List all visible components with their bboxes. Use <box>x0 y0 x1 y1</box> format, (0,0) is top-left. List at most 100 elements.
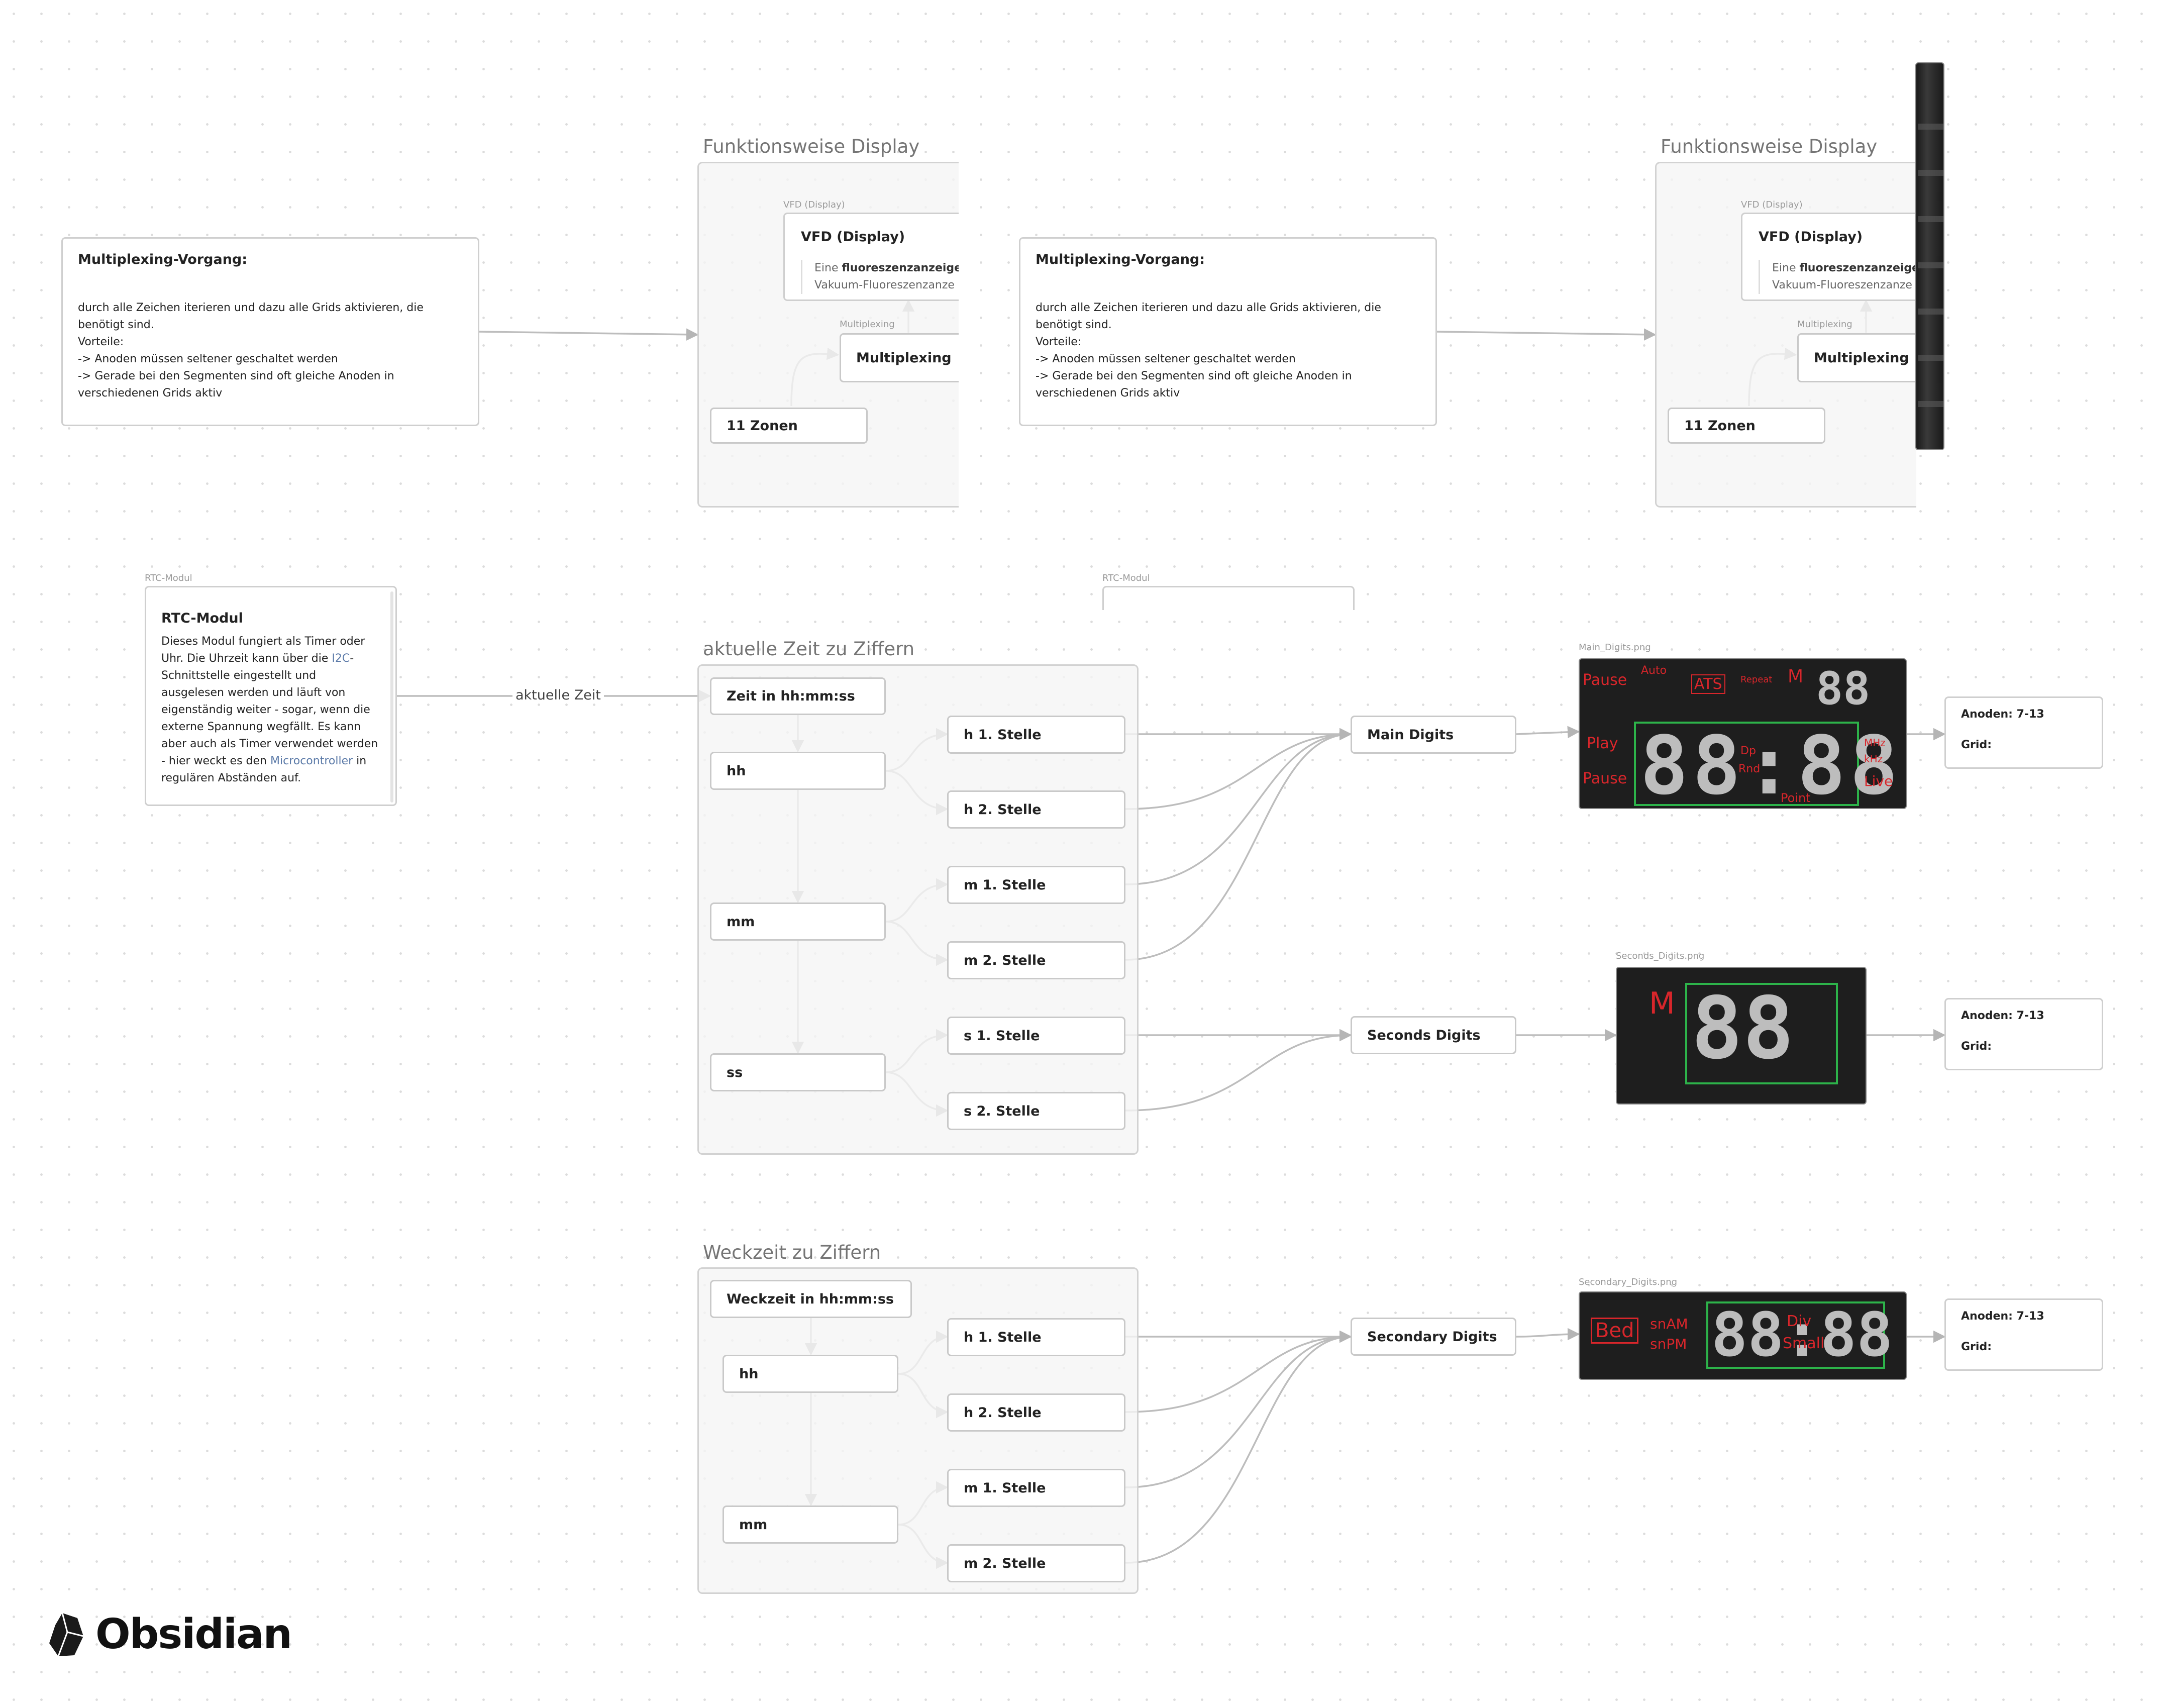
obsidian-logo: Obsidian <box>48 1611 292 1658</box>
weck-m1-node[interactable]: m 1. Stelle <box>947 1469 1125 1507</box>
h1-node[interactable]: h 1. Stelle <box>947 716 1125 754</box>
main-digits-node[interactable]: Main Digits <box>1351 716 1516 754</box>
main-photo-m: M <box>1788 666 1804 687</box>
vfd-embed-text-line2-2: Vakuum-Fluoreszenzanze <box>1772 279 1912 291</box>
rtc-scrollbar[interactable] <box>390 591 393 802</box>
microcontroller-link[interactable]: Microcontroller <box>270 755 353 767</box>
main-photo-play: Play <box>1587 735 1618 752</box>
weck-h2-node[interactable]: h 2. Stelle <box>947 1393 1125 1432</box>
multiplexing-card-body: durch alle Zeichen iterieren und dazu al… <box>78 302 424 399</box>
s1-node[interactable]: s 1. Stelle <box>947 1017 1125 1055</box>
zonen-node-2[interactable]: 11 Zonen <box>1668 408 1825 444</box>
group-funktionsweise-right[interactable]: VFD (Display) VFD (Display) Eine fluores… <box>1655 162 1916 508</box>
obsidian-logo-icon <box>49 1613 84 1657</box>
secondary-digits-image[interactable]: Bed snAM snPM 88:88 Div Small <box>1579 1291 1907 1380</box>
weck-m2-node[interactable]: m 2. Stelle <box>947 1544 1125 1582</box>
group-label-weckzeit: Weckzeit zu Ziffern <box>703 1242 881 1263</box>
zeit-node[interactable]: Zeit in hh:mm:ss <box>710 677 886 715</box>
weckzeit-node[interactable]: Weckzeit in hh:mm:ss <box>710 1280 912 1318</box>
m2-node[interactable]: m 2. Stelle <box>947 941 1125 979</box>
main-photo-pause: Pause <box>1583 671 1627 689</box>
seconds-digits-node[interactable]: Seconds Digits <box>1351 1016 1516 1054</box>
seconds-photo-m: M <box>1649 986 1675 1021</box>
weck-h1-node[interactable]: h 1. Stelle <box>947 1318 1125 1356</box>
rtc-body: Dieses Modul fungiert als Timer oder Uhr… <box>161 633 380 787</box>
multiplexing-card[interactable]: Multiplexing-Vorgang: durch alle Zeichen… <box>61 237 479 426</box>
anoden-card-seconds[interactable]: Anoden: 7-13 Grid: <box>1944 998 2103 1070</box>
secondary-photo-small: Small <box>1783 1335 1825 1352</box>
vfd-embed-text-bold-2: fluoreszenzanzeige <box>1799 262 1916 274</box>
main-photo-ats: ATS <box>1691 674 1725 694</box>
weck-hh-node[interactable]: hh <box>723 1355 898 1393</box>
vfd-small-label-2: VFD (Display) <box>1741 199 1803 210</box>
rtc-small-label: RTC-Modul <box>145 573 192 583</box>
anoden-main-label: Anoden: 7-13 <box>1961 708 2044 721</box>
ss-node[interactable]: ss <box>710 1053 886 1091</box>
m1-node[interactable]: m 1. Stelle <box>947 866 1125 904</box>
group-label-aktuelle-zeit: aktuelle Zeit zu Ziffern <box>703 638 915 660</box>
secondary-photo-div: Div <box>1787 1313 1812 1330</box>
secondary-photo-snam: snAM <box>1650 1316 1688 1332</box>
group-label-funktionsweise-right: Funktionsweise Display <box>1661 136 1878 157</box>
hh-node[interactable]: hh <box>710 752 886 790</box>
mm-node[interactable]: mm <box>710 902 886 941</box>
rtc-card[interactable]: RTC-Modul Dieses Modul fungiert als Time… <box>145 586 397 806</box>
edge-multiplexing-to-display-left <box>478 328 699 341</box>
main-digits-highlight <box>1634 722 1859 806</box>
main-photo-dp: Dp <box>1740 745 1756 757</box>
multiplexing-card-2-title: Multiplexing-Vorgang: <box>1036 252 1205 267</box>
rtc-title: RTC-Modul <box>161 611 243 626</box>
vfd-small-label: VFD (Display) <box>783 199 845 210</box>
multiplexing-node-2[interactable]: Multiplexing <box>1797 333 1916 382</box>
main-photo-digits: 88:88 <box>1640 719 1902 809</box>
seconds-digits-image[interactable]: M 88 <box>1616 967 1867 1104</box>
vfd-embed-title: VFD (Display) <box>801 229 905 245</box>
rtc-ghost-label: RTC-Modul <box>1102 573 1150 583</box>
group-label-funktionsweise-left: Funktionsweise Display <box>703 136 920 157</box>
main-photo-repeat: Repeat <box>1740 674 1773 685</box>
multiplexing-card-2-body: durch alle Zeichen iterieren und dazu al… <box>1036 302 1381 399</box>
anoden-card-main[interactable]: Anoden: 7-13 Grid: <box>1944 696 2103 769</box>
secondary-image-label: Secondary_Digits.png <box>1579 1277 1678 1287</box>
s2-node[interactable]: s 2. Stelle <box>947 1092 1125 1130</box>
multiplexing-node[interactable]: Multiplexing <box>840 333 959 382</box>
grid-secondary-label: Grid: <box>1961 1341 1992 1353</box>
rtc-text-1: Dieses Modul fungiert als Timer oder Uhr… <box>161 635 365 665</box>
rtc-ghost-card[interactable] <box>1102 586 1355 610</box>
vfd-embed-text-prefix: Eine <box>814 262 842 274</box>
secondary-photo-snpm: snPM <box>1650 1336 1687 1352</box>
vfd-embed-card[interactable]: VFD (Display) Eine fluoreszenzanzeige Va… <box>783 213 959 301</box>
main-photo-pause-2: Pause <box>1583 770 1627 787</box>
zonen-node[interactable]: 11 Zonen <box>710 408 868 444</box>
secondary-digits-highlight <box>1706 1301 1885 1369</box>
multiplexing-card-title: Multiplexing-Vorgang: <box>78 252 248 267</box>
vfd-embed-text-prefix-2: Eine <box>1772 262 1800 274</box>
main-photo-rnd: Rnd <box>1738 763 1761 775</box>
main-photo-khz: kHz <box>1864 753 1883 765</box>
vfd-photo-strip[interactable] <box>1915 62 1944 450</box>
rtc-text-3: in regulären Abständen auf. <box>161 755 367 784</box>
multiplexing-small-label-2: Multiplexing <box>1797 319 1852 330</box>
secondary-photo-digits: 88:88 <box>1711 1300 1893 1370</box>
h2-node[interactable]: h 2. Stelle <box>947 790 1125 829</box>
group-funktionsweise-left[interactable]: VFD (Display) VFD (Display) Eine fluores… <box>697 162 959 508</box>
main-digits-image[interactable]: Pause Auto ATS Repeat M 88 Play Pause 88… <box>1579 658 1907 809</box>
multiplexing-small-label: Multiplexing <box>840 319 895 330</box>
seconds-photo-digits: 88 <box>1691 979 1794 1078</box>
multiplexing-card-2[interactable]: Multiplexing-Vorgang: durch alle Zeichen… <box>1019 237 1437 426</box>
main-photo-auto: Auto <box>1641 664 1667 677</box>
secondary-digits-node[interactable]: Secondary Digits <box>1351 1318 1516 1356</box>
main-photo-mhz: MHz <box>1864 737 1886 749</box>
main-photo-point: Point <box>1781 791 1811 805</box>
anoden-secondary-label: Anoden: 7-13 <box>1961 1310 2044 1323</box>
main-photo-live: Live <box>1864 773 1893 789</box>
i2c-link[interactable]: I2C <box>332 652 350 665</box>
anoden-card-secondary[interactable]: Anoden: 7-13 Grid: <box>1944 1298 2103 1371</box>
seconds-image-label: Seconds_Digits.png <box>1616 951 1705 961</box>
grid-seconds-label: Grid: <box>1961 1040 1992 1053</box>
vfd-embed-card-2[interactable]: VFD (Display) Eine fluoreszenzanzeige Va… <box>1741 213 1916 301</box>
seconds-digits-highlight <box>1685 983 1838 1084</box>
vfd-embed-text-bold: fluoreszenzanzeige <box>842 262 959 274</box>
weck-mm-node[interactable]: mm <box>723 1505 898 1544</box>
vfd-embed-title-2: VFD (Display) <box>1759 229 1863 245</box>
